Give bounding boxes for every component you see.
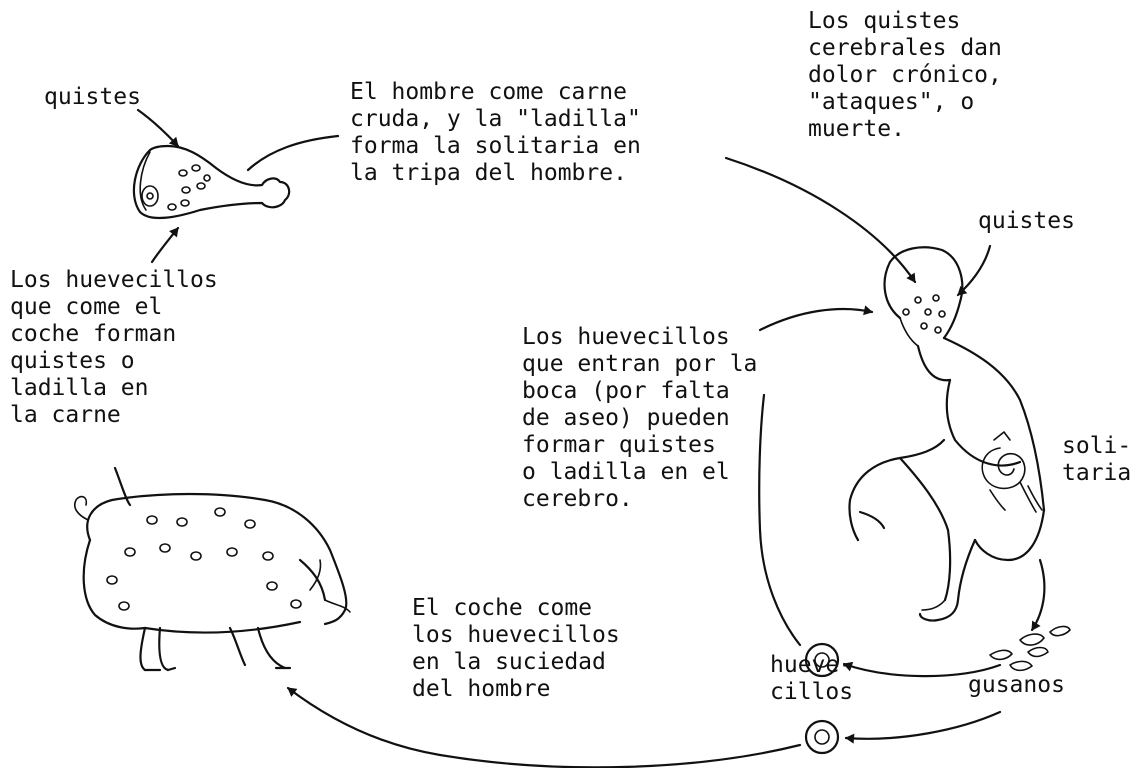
arrow-pig-eggs-to-meat (150, 226, 180, 264)
brain-cysts-text: Los quistes cerebrales dan dolor crónico… (808, 8, 1002, 142)
mouth-eggs-text: Los huevecillos que entran por la boca (… (522, 324, 758, 512)
solitaria-label: soli- taria (1062, 433, 1132, 486)
man-illustration (848, 246, 1046, 622)
pig-eats-eggs-text: El coche come los huevecillos en la suci… (412, 595, 620, 702)
arrow-meat-to-text (246, 134, 340, 172)
worm-segments (989, 625, 1071, 672)
arrow-head-quistes (956, 244, 992, 297)
arrow-mouth-eggs-to-head (758, 305, 874, 332)
meat-quistes-label: quistes (44, 84, 141, 110)
pig-illustration (73, 492, 351, 672)
line-pig-eggs-text-to-pig (113, 466, 132, 507)
arrow-egg-up-to-head (758, 393, 802, 647)
huevecillos-label: hueve- cillos (770, 652, 854, 705)
head-quistes-label: quistes (978, 208, 1075, 234)
pig-eggs-text: Los huevecillos que come el coche forman… (10, 267, 218, 428)
meat-leg-illustration (132, 144, 291, 220)
arrow-quistes-to-meat (136, 108, 180, 148)
egg-upper (804, 642, 840, 678)
arrow-text-to-man-head (724, 156, 917, 284)
arrow-gusanos-to-egg-lower (844, 710, 1002, 744)
man-eats-raw-meat-text: El hombre come carne cruda, y la "ladill… (350, 79, 641, 186)
gusanos-label: gusanos (968, 672, 1065, 698)
egg-lower (804, 719, 840, 755)
arrow-egg-to-pig (286, 686, 802, 768)
arrow-man-to-worms (1030, 558, 1046, 632)
arrow-worms-to-egg (842, 661, 1002, 678)
